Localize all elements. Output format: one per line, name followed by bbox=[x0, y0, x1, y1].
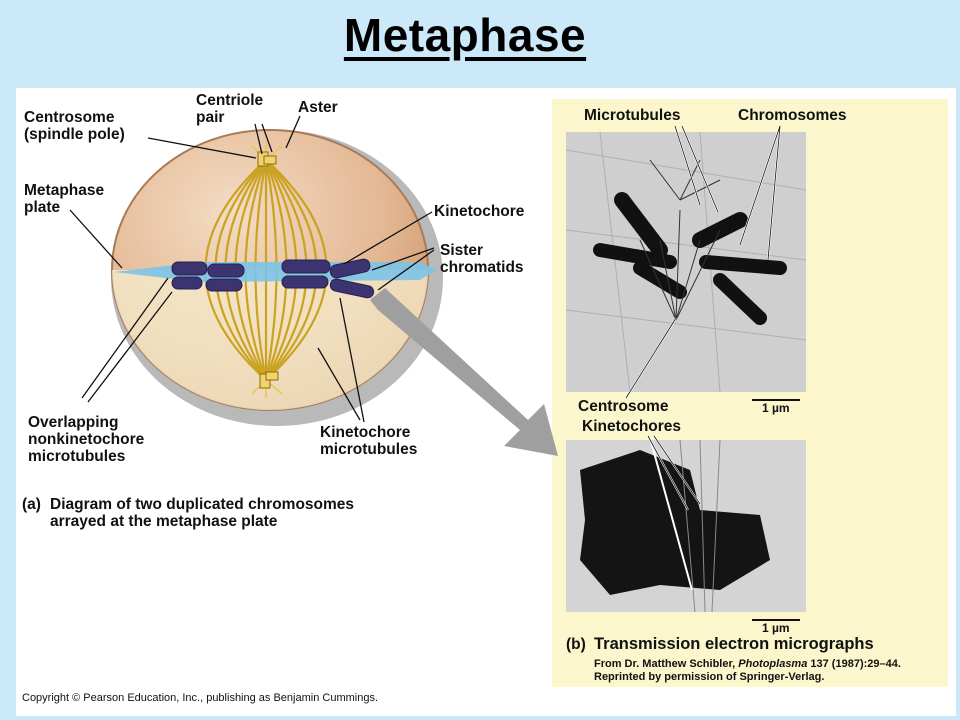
micrograph-leaders-outline bbox=[625, 125, 781, 511]
label-centrosome: Centrosome (spindle pole) bbox=[24, 109, 125, 143]
label-chromosomes: Chromosomes bbox=[738, 107, 847, 124]
scale-label-top: 1 µm bbox=[762, 401, 790, 415]
copyright: Copyright © Pearson Education, Inc., pub… bbox=[22, 692, 379, 704]
label-sister-chromatids: Sister chromatids bbox=[440, 242, 524, 276]
credit-prefix: From Dr. Matthew Schibler, bbox=[594, 658, 739, 670]
label-centriole-pair: Centriole pair bbox=[196, 92, 264, 126]
label-kinetochore: Kinetochore bbox=[434, 203, 525, 220]
credit-journal: Photoplasma bbox=[738, 658, 808, 670]
credit-suffix: 137 (1987):29–44. bbox=[807, 658, 901, 670]
micrograph-top-texture bbox=[565, 131, 807, 393]
chromosome-right bbox=[281, 258, 375, 299]
leader-lines bbox=[69, 115, 435, 423]
label-centrosome-micrograph: Centrosome bbox=[578, 398, 669, 415]
micrograph-bottom-chromosome bbox=[580, 450, 770, 595]
chromosome-left bbox=[171, 261, 245, 292]
credit-line-2: Reprinted by permission of Springer-Verl… bbox=[594, 671, 825, 683]
label-overlapping-microtubules: Overlapping nonkinetochore microtubules bbox=[28, 414, 145, 465]
label-aster: Aster bbox=[298, 99, 338, 116]
callout-arrow bbox=[370, 288, 558, 456]
caption-a-text: Diagram of two duplicated chromosomes ar… bbox=[50, 496, 355, 530]
cell-lower-shade bbox=[112, 270, 428, 410]
label-metaphase-plate: Metaphase plate bbox=[24, 182, 105, 216]
credit-line-1: From Dr. Matthew Schibler, Photoplasma 1… bbox=[594, 658, 901, 671]
label-kinetochore-microtubules: Kinetochore microtubules bbox=[320, 424, 418, 458]
caption-a-letter: (a) bbox=[22, 496, 41, 513]
label-kinetochores: Kinetochores bbox=[582, 418, 682, 435]
caption-b-text: Transmission electron micrographs bbox=[594, 635, 874, 653]
slide-title: Metaphase bbox=[343, 9, 587, 61]
micrograph-top-microtubules bbox=[639, 159, 721, 321]
scale-label-bottom: 1 µm bbox=[762, 621, 790, 635]
centriole-bottom bbox=[259, 371, 279, 389]
centriole-top bbox=[257, 151, 277, 167]
label-microtubules: Microtubules bbox=[584, 107, 681, 124]
caption-b-letter: (b) bbox=[566, 636, 586, 653]
micrograph-bottom-fibers bbox=[679, 439, 721, 613]
